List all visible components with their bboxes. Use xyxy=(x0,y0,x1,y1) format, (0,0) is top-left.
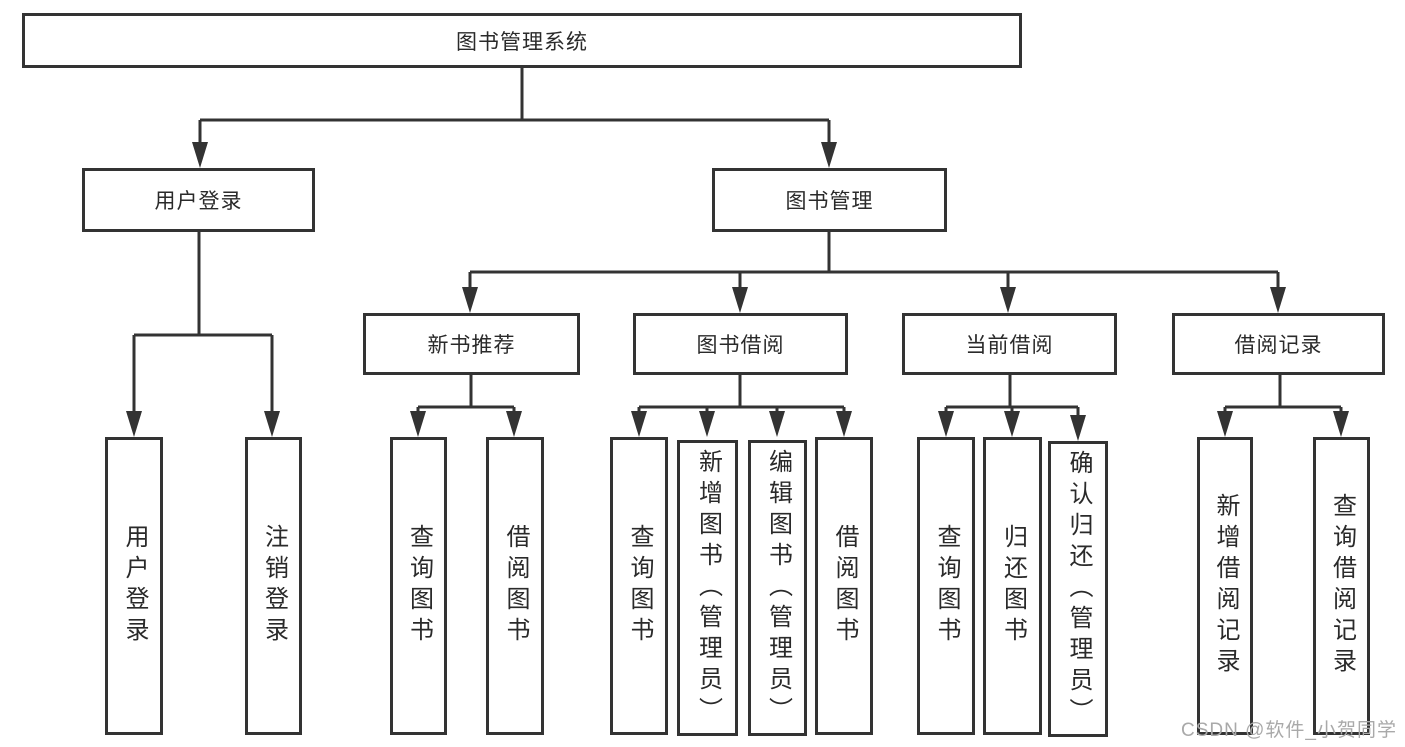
node-leaf-query-borrow-record: 查询借阅记录 xyxy=(1313,437,1370,735)
connector-borrow-records xyxy=(1223,375,1343,413)
node-leaf-logout-label: 注销登录 xyxy=(260,524,288,648)
csdn-watermark: CSDN @软件_小贺同学 xyxy=(1181,720,1397,741)
node-leaf-add-borrow-record-label: 新增借阅记录 xyxy=(1212,493,1239,679)
connector-user-login xyxy=(132,232,274,413)
node-user-login: 用户登录 xyxy=(82,168,315,232)
node-leaf-add-borrow-record: 新增借阅记录 xyxy=(1197,437,1253,735)
node-leaf-query-books-2: 查询图书 xyxy=(610,437,668,735)
node-leaf-confirm-return-admin: 确认归还（管理员） xyxy=(1048,441,1108,737)
node-leaf-user-login: 用户登录 xyxy=(105,437,163,735)
node-book-management: 图书管理 xyxy=(712,168,947,232)
node-leaf-query-books-1: 查询图书 xyxy=(390,437,447,735)
connector-root xyxy=(198,68,831,144)
node-book-borrowing: 图书借阅 xyxy=(633,313,848,375)
node-leaf-borrow-books-1-label: 借阅图书 xyxy=(502,524,529,648)
node-leaf-edit-books-admin-label: 编辑图书（管理员） xyxy=(764,448,792,728)
node-current-borrowing: 当前借阅 xyxy=(902,313,1117,375)
node-leaf-logout: 注销登录 xyxy=(245,437,302,735)
node-current-borrowing-label: 当前借阅 xyxy=(965,334,1054,357)
node-leaf-add-books-admin-label: 新增图书（管理员） xyxy=(694,448,722,728)
node-leaf-query-books-1-label: 查询图书 xyxy=(405,524,433,648)
node-leaf-confirm-return-admin-label: 确认归还（管理员） xyxy=(1065,449,1092,729)
node-book-management-label: 图书管理 xyxy=(785,190,874,213)
node-user-login-label: 用户登录 xyxy=(154,190,243,213)
node-book-borrowing-label: 图书借阅 xyxy=(696,334,785,357)
node-leaf-return-books: 归还图书 xyxy=(983,437,1042,735)
connector-book-management xyxy=(468,232,1280,289)
node-root: 图书管理系统 xyxy=(22,13,1022,68)
node-leaf-query-borrow-record-label: 查询借阅记录 xyxy=(1328,493,1356,679)
node-leaf-borrow-books-2: 借阅图书 xyxy=(815,437,873,735)
node-leaf-borrow-books-2-label: 借阅图书 xyxy=(831,524,858,648)
connector-new-book xyxy=(416,375,516,413)
node-leaf-query-books-3-label: 查询图书 xyxy=(933,524,960,648)
node-leaf-add-books-admin: 新增图书（管理员） xyxy=(677,440,738,736)
node-root-label: 图书管理系统 xyxy=(456,30,588,54)
connector-current-borrowing xyxy=(944,375,1080,416)
node-borrowing-records-label: 借阅记录 xyxy=(1234,334,1323,357)
node-leaf-edit-books-admin: 编辑图书（管理员） xyxy=(748,440,807,736)
node-leaf-query-books-2-label: 查询图书 xyxy=(626,524,653,648)
node-leaf-return-books-label: 归还图书 xyxy=(999,524,1027,648)
node-leaf-borrow-books-1: 借阅图书 xyxy=(486,437,544,735)
node-leaf-user-login-label: 用户登录 xyxy=(121,524,148,648)
node-leaf-query-books-3: 查询图书 xyxy=(917,437,975,735)
node-borrowing-records: 借阅记录 xyxy=(1172,313,1385,375)
node-new-book-recommendation-label: 新书推荐 xyxy=(427,334,516,357)
node-new-book-recommendation: 新书推荐 xyxy=(363,313,580,375)
connector-book-borrowing xyxy=(637,375,846,413)
